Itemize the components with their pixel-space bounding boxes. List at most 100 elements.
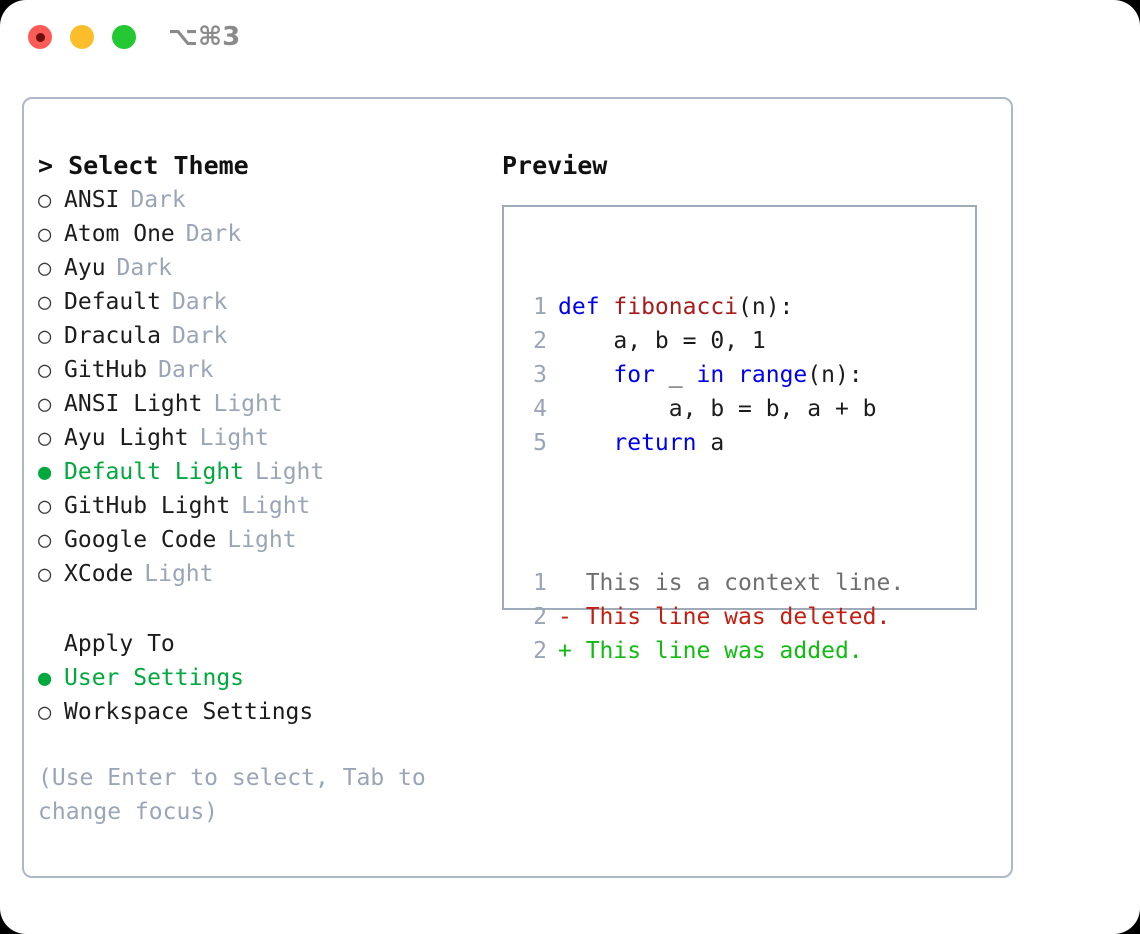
theme-option-row[interactable]: ○ GitHub Dark: [38, 353, 488, 387]
theme-variant-tag: Dark: [130, 187, 186, 213]
radio-unselected-icon[interactable]: ○: [38, 392, 52, 417]
code-token: _: [654, 362, 697, 388]
code-token: - This line was deleted.: [558, 604, 891, 630]
theme-variant-tag: Dark: [171, 323, 228, 349]
radio-unselected-icon[interactable]: ○: [38, 562, 52, 587]
line-text: a, b = 0, 1: [558, 324, 766, 358]
apply-to-option-row[interactable]: ○ Workspace Settings: [38, 695, 488, 729]
theme-option-row[interactable]: ○ Atom One Dark: [38, 217, 488, 251]
theme-variant-tag: Light: [213, 391, 283, 417]
radio-unselected-icon[interactable]: ○: [38, 290, 52, 315]
minimize-button-icon[interactable]: [70, 25, 94, 49]
line-number: 2: [533, 328, 547, 354]
theme-name-label: Google Code: [64, 527, 217, 553]
radio-unselected-icon[interactable]: ○: [38, 222, 52, 247]
theme-name-label: Default: [64, 289, 161, 315]
radio-unselected-icon[interactable]: ○: [38, 700, 52, 725]
radio-unselected-icon[interactable]: ○: [38, 426, 52, 451]
line-text: return a: [558, 426, 724, 460]
keyboard-hint-text: (Use Enter to select, Tab to change focu…: [38, 765, 440, 825]
radio-unselected-icon[interactable]: ○: [38, 256, 52, 281]
radio-unselected-icon[interactable]: ○: [38, 324, 52, 349]
code-line: 1 def fibonacci(n):: [517, 290, 904, 324]
code-token: (n):: [807, 362, 863, 388]
line-number: 1: [533, 294, 547, 320]
radio-unselected-icon[interactable]: ○: [38, 494, 52, 519]
line-text: def fibonacci(n):: [558, 290, 793, 324]
theme-variant-tag: Dark: [158, 357, 214, 383]
select-theme-heading: > Select Theme: [38, 151, 249, 180]
theme-name-label: XCode: [64, 561, 134, 587]
radio-selected-icon[interactable]: ●: [38, 460, 52, 485]
code-token: def: [558, 294, 614, 320]
code-token: in range: [696, 362, 808, 388]
radio-unselected-icon[interactable]: ○: [38, 358, 52, 383]
theme-variant-tag: Dark: [171, 289, 228, 315]
theme-option-row[interactable]: ○ Google Code Light: [38, 523, 488, 557]
apply-to-section: Apply To ● User Settings ○ Workspace Settin…: [38, 627, 488, 729]
theme-variant-tag: Light: [199, 425, 269, 451]
window-controls: [28, 25, 136, 49]
theme-variant-tag: Light: [144, 561, 214, 587]
theme-variant-tag: Light: [227, 527, 297, 553]
keyboard-shortcut-label: ⌥⌘3: [168, 22, 241, 52]
diff-line: 2 + This line was added.: [517, 634, 904, 668]
line-text: for _ in range(n):: [558, 358, 863, 392]
apply-to-label: User Settings: [64, 665, 245, 691]
code-line: 3 for _ in range(n):: [517, 358, 904, 392]
line-number: 2: [533, 638, 547, 664]
theme-option-row[interactable]: ○ Dracula Dark: [38, 319, 488, 353]
theme-name-label: ANSI: [64, 187, 120, 213]
radio-unselected-icon[interactable]: ○: [38, 528, 52, 553]
line-number: 4: [533, 396, 547, 422]
close-button-icon[interactable]: [28, 25, 52, 49]
line-number: 1: [533, 570, 547, 596]
theme-option-row[interactable]: ○ XCode Light: [38, 557, 488, 591]
theme-option-row[interactable]: ○ Default Dark: [38, 285, 488, 319]
theme-option-row[interactable]: ● Default Light Light: [38, 455, 488, 489]
theme-variant-tag: Light: [241, 493, 311, 519]
line-text: + This line was added.: [558, 634, 863, 668]
record-dot-icon: [35, 32, 45, 42]
theme-option-row[interactable]: ○ GitHub Light Light: [38, 489, 488, 523]
line-text: a, b = b, a + b: [558, 392, 877, 426]
theme-name-label: GitHub Light: [64, 493, 231, 519]
apply-to-option-row[interactable]: ● User Settings: [38, 661, 488, 695]
theme-name-label: Dracula: [64, 323, 161, 349]
code-token: a, b = 0, 1: [558, 328, 766, 354]
code-token: [558, 362, 613, 388]
line-text: This is a context line.: [558, 566, 905, 600]
code-line: 4 a, b = b, a + b: [517, 392, 904, 426]
theme-name-label: GitHub: [64, 357, 148, 383]
theme-option-row[interactable]: ○ ANSI Dark: [38, 183, 488, 217]
radio-unselected-icon[interactable]: ○: [38, 188, 52, 213]
code-token: fibonacci: [613, 294, 739, 320]
radio-selected-icon[interactable]: ●: [38, 666, 52, 691]
diff-line: 2- This line was deleted.: [517, 600, 904, 634]
theme-variant-tag: Light: [255, 459, 325, 485]
code-token: for: [613, 362, 655, 388]
line-number: 5: [533, 430, 547, 456]
code-token: + This line was added.: [558, 638, 863, 664]
theme-name-label: Default Light: [64, 459, 245, 485]
theme-variant-tag: Dark: [116, 255, 172, 281]
theme-variant-tag: Dark: [185, 221, 242, 247]
preview-heading: Preview: [502, 151, 608, 180]
title-bar: ⌥⌘3: [0, 0, 1140, 78]
apply-to-label: Workspace Settings: [64, 699, 314, 725]
maximize-button-icon[interactable]: [112, 25, 136, 49]
code-line: 5 return a: [517, 426, 904, 460]
apply-to-list[interactable]: ● User Settings ○ Workspace Settings: [38, 661, 488, 729]
line-number: 3: [533, 362, 547, 388]
theme-name-label: Atom One: [64, 221, 175, 247]
apply-to-heading: Apply To: [64, 631, 175, 657]
